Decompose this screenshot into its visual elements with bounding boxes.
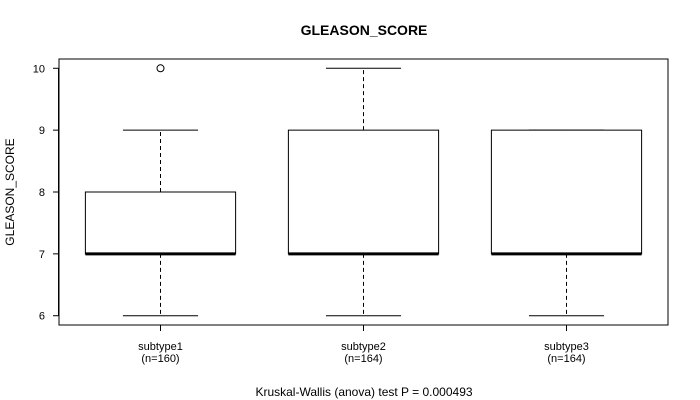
iqr-box — [84, 191, 237, 255]
chart-title: GLEASON_SCORE — [301, 22, 428, 38]
box-subtype3 — [490, 129, 643, 317]
iqr-box — [490, 129, 643, 255]
y-tick-label: 10 — [33, 63, 45, 75]
boxes — [84, 64, 643, 317]
y-tick-label: 7 — [39, 249, 45, 261]
y-axis: 6 7 8 9 10 — [33, 63, 59, 323]
box-subtype1 — [84, 64, 237, 317]
category-label: subtype2 — [341, 341, 386, 353]
iqr-box — [287, 129, 440, 255]
y-tick-label: 8 — [39, 187, 45, 199]
footer-stat-text: Kruskal-Wallis (anova) test P = 0.000493 — [255, 385, 472, 399]
category-label: subtype3 — [544, 341, 589, 353]
y-tick-label: 9 — [39, 125, 45, 137]
category-label: subtype1 — [138, 341, 183, 353]
category-count-label: (n=164) — [344, 353, 382, 365]
y-axis-label: GLEASON_SCORE — [3, 138, 17, 245]
y-tick-label: 6 — [39, 311, 45, 323]
outlier-point — [156, 64, 165, 73]
box-subtype2 — [287, 67, 440, 317]
category-count-label: (n=164) — [547, 353, 585, 365]
x-axis-labels: subtype1(n=160)subtype2(n=164)subtype3(n… — [138, 325, 589, 365]
category-count-label: (n=160) — [141, 353, 179, 365]
